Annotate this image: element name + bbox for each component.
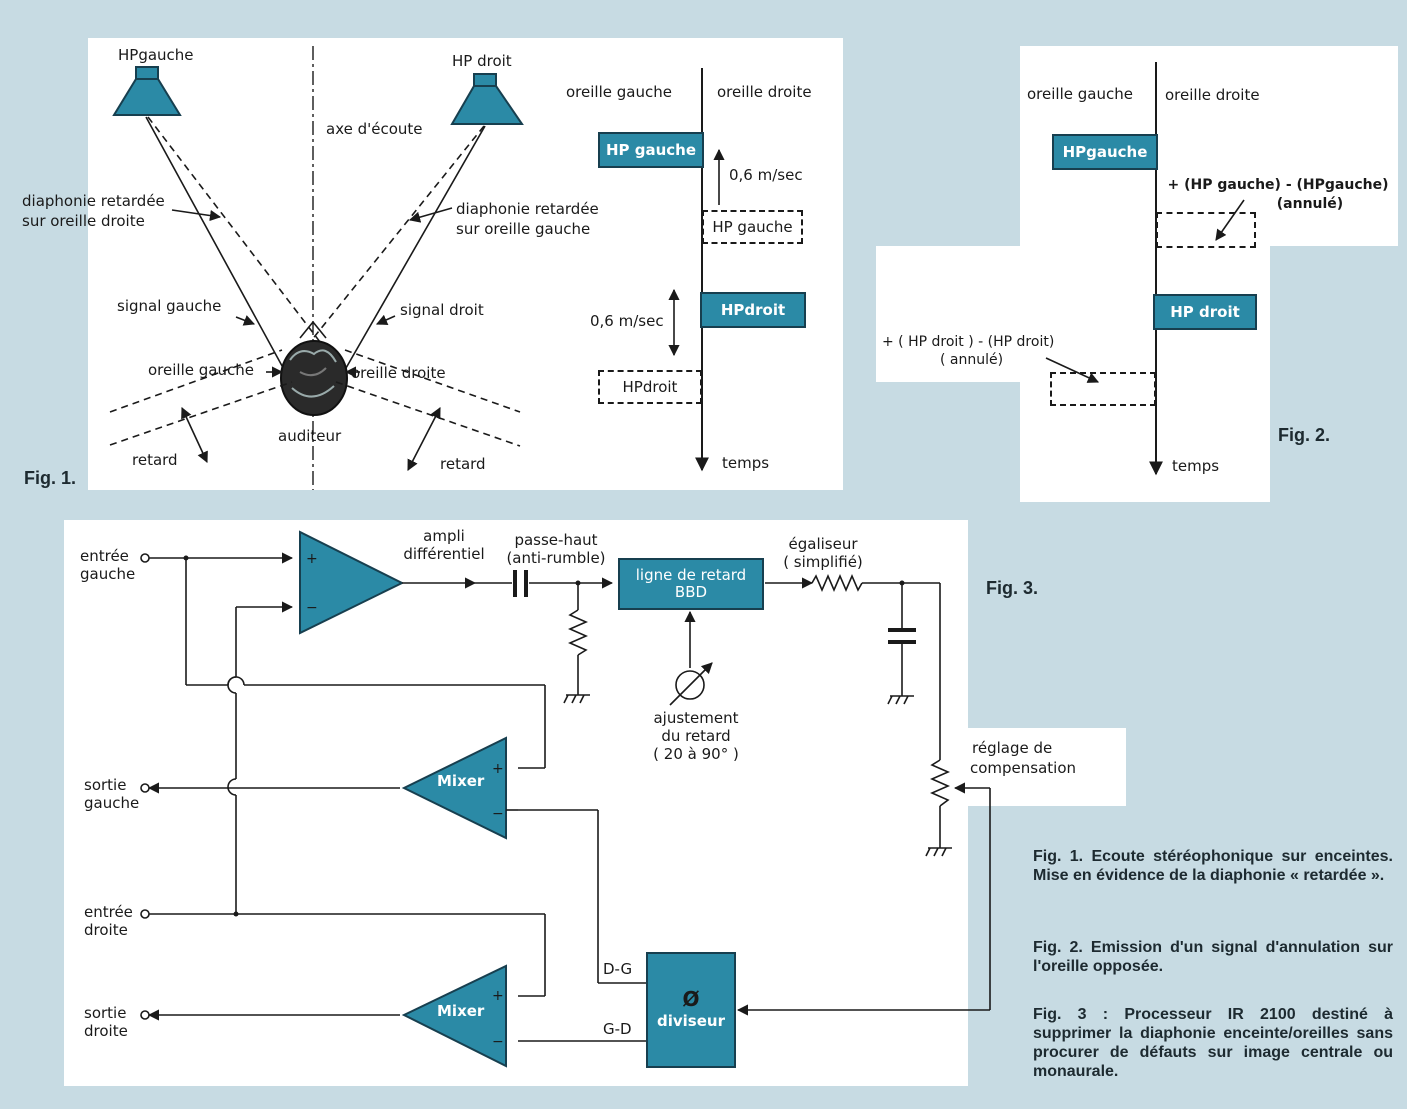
- mixer-left-icon: [401, 736, 507, 840]
- fig3-comp-label-2: compensation: [970, 759, 1077, 777]
- speaker-left-icon: [112, 66, 182, 116]
- fig1-box-hp-gauche-dashed: HP gauche: [702, 210, 803, 244]
- fig1-col-left-label: oreille gauche: [566, 83, 672, 101]
- fig3-delay-line-label-1: ligne de retard: [635, 566, 747, 584]
- svg-text:−: −: [492, 806, 504, 822]
- fig3-divider-symbol: Ø: [682, 987, 700, 1011]
- fig3-gd-label: G-D: [603, 1020, 632, 1038]
- fig1-box-hp-droit: HPdroit: [700, 292, 806, 328]
- speaker-right-icon: [450, 73, 524, 125]
- fig3-figure-label: Fig. 3.: [986, 578, 1039, 598]
- fig1-crosstalk-left-label-1: diaphonie retardée: [456, 200, 599, 218]
- fig3-output-left-1: sortie: [84, 776, 127, 794]
- fig1-delay-right-label: retard: [440, 455, 486, 473]
- fig3-panel-ext: [964, 728, 1126, 806]
- fig3-input-right-2: droite: [84, 921, 128, 939]
- listener-head-icon: [280, 340, 348, 416]
- fig3-input-left-2: gauche: [80, 565, 136, 583]
- fig2-note-droit-1: + ( HP droit ) - (HP droit): [882, 334, 1055, 350]
- fig3-divider-block: Ø diviseur: [646, 952, 736, 1068]
- svg-text:−: −: [306, 600, 318, 616]
- fig1-hp-droit-label: HP droit: [452, 52, 512, 70]
- fig1-hp-gauche-label: HPgauche: [118, 46, 194, 64]
- fig1-speed-label-1: 0,6 m/sec: [729, 166, 803, 184]
- fig1-axis-label: axe d'écoute: [326, 120, 423, 138]
- fig3-eq-label-2: ( simplifié): [783, 553, 863, 571]
- caption-fig3: Fig. 3 : Processeur IR 2100 destiné à su…: [1033, 1006, 1393, 1080]
- fig2-box-hp-droit-dashed: [1050, 372, 1156, 406]
- crosstalk-right-line: [147, 116, 344, 373]
- fig2-box-hp-gauche-dashed: [1156, 212, 1256, 248]
- fig3-highpass-label-1: passe-haut: [514, 531, 598, 549]
- fig3-adjust-label-1: ajustement: [653, 709, 739, 727]
- fig3-input-right-1: entrée: [84, 903, 133, 921]
- fig2-col-right-label: oreille droite: [1165, 86, 1260, 104]
- fig1-listener-label: auditeur: [278, 427, 342, 445]
- fig2-box-hp-gauche: HPgauche: [1052, 134, 1158, 170]
- fig3-eq-label-1: égaliseur: [788, 535, 858, 553]
- svg-text:+: +: [306, 551, 318, 567]
- fig3-output-right-1: sortie: [84, 1004, 127, 1022]
- fig1-ear-right-label: oreille droite: [351, 364, 446, 382]
- fig3-mixer-right-label: Mixer: [437, 1002, 485, 1020]
- fig1-crosstalk-right-label-2: sur oreille droite: [22, 212, 145, 230]
- mixer-right-icon: [401, 964, 507, 1068]
- fig2-time-label: temps: [1172, 457, 1220, 475]
- svg-text:+: +: [492, 761, 504, 777]
- fig2-figure-label: Fig. 2.: [1278, 425, 1331, 445]
- caption-fig1: Fig. 1. Ecoute stéréophonique sur encein…: [1033, 848, 1393, 884]
- fig2-panel-bottom: [1020, 382, 1270, 502]
- fig3-amp-label-1: ampli: [423, 527, 465, 545]
- fig3-comp-label-1: réglage de: [972, 739, 1053, 757]
- fig3-adjust-label-2: du retard: [661, 727, 731, 745]
- fig2-box-hp-droit: HP droit: [1153, 294, 1257, 330]
- fig1-signal-left-label: signal gauche: [117, 297, 222, 315]
- fig3-amp-label-2: différentiel: [403, 545, 485, 563]
- fig1-delay-left-label: retard: [132, 451, 178, 469]
- fig2-note-gauche-1: + (HP gauche) - (HPgauche): [1167, 177, 1389, 193]
- fig2-col-left-label: oreille gauche: [1027, 85, 1133, 103]
- fig1-ear-left-label: oreille gauche: [148, 361, 254, 379]
- fig1-time-label: temps: [722, 454, 770, 472]
- fig3-output-right-2: droite: [84, 1022, 128, 1040]
- fig3-output-left-2: gauche: [84, 794, 140, 812]
- signal-left-line: [145, 116, 288, 376]
- fig3-mixer-left-label: Mixer: [437, 772, 485, 790]
- fig3-delay-line-block: ligne de retard BBD: [618, 558, 764, 610]
- svg-text:+: +: [492, 988, 504, 1004]
- fig1-speed-label-2: 0,6 m/sec: [590, 312, 664, 330]
- caption-fig2: Fig. 2. Emission d'un signal d'annulatio…: [1033, 939, 1393, 975]
- fig1-crosstalk-right-label-1: diaphonie retardée: [22, 192, 165, 210]
- fig1-crosstalk-left-label-2: sur oreille gauche: [456, 220, 591, 238]
- fig2-note-gauche-2: (annulé): [1276, 196, 1344, 212]
- fig3-highpass-label-2: (anti-rumble): [506, 549, 606, 567]
- fig1-box-hp-gauche: HP gauche: [598, 132, 704, 168]
- fig3-dg-label: D-G: [603, 960, 633, 978]
- svg-text:−: −: [492, 1034, 504, 1050]
- fig3-divider-label: diviseur: [657, 1012, 725, 1030]
- fig3-panel: [64, 520, 968, 1086]
- fig1-signal-right-label: signal droit: [400, 301, 484, 319]
- fig2-note-droit-2: ( annulé): [940, 352, 1004, 368]
- fig3-delay-line-label-2: BBD: [674, 583, 708, 601]
- fig3-input-left-1: entrée: [80, 547, 129, 565]
- diff-amp-icon: [299, 530, 405, 635]
- fig1-col-right-label: oreille droite: [717, 83, 812, 101]
- fig1-box-hp-droit-dashed: HPdroit: [598, 370, 702, 404]
- signal-right-line: [341, 125, 486, 376]
- fig3-adjust-label-3: ( 20 à 90° ): [653, 745, 739, 763]
- fig1-figure-label: Fig. 1.: [24, 468, 77, 488]
- crosstalk-left-line: [285, 125, 485, 373]
